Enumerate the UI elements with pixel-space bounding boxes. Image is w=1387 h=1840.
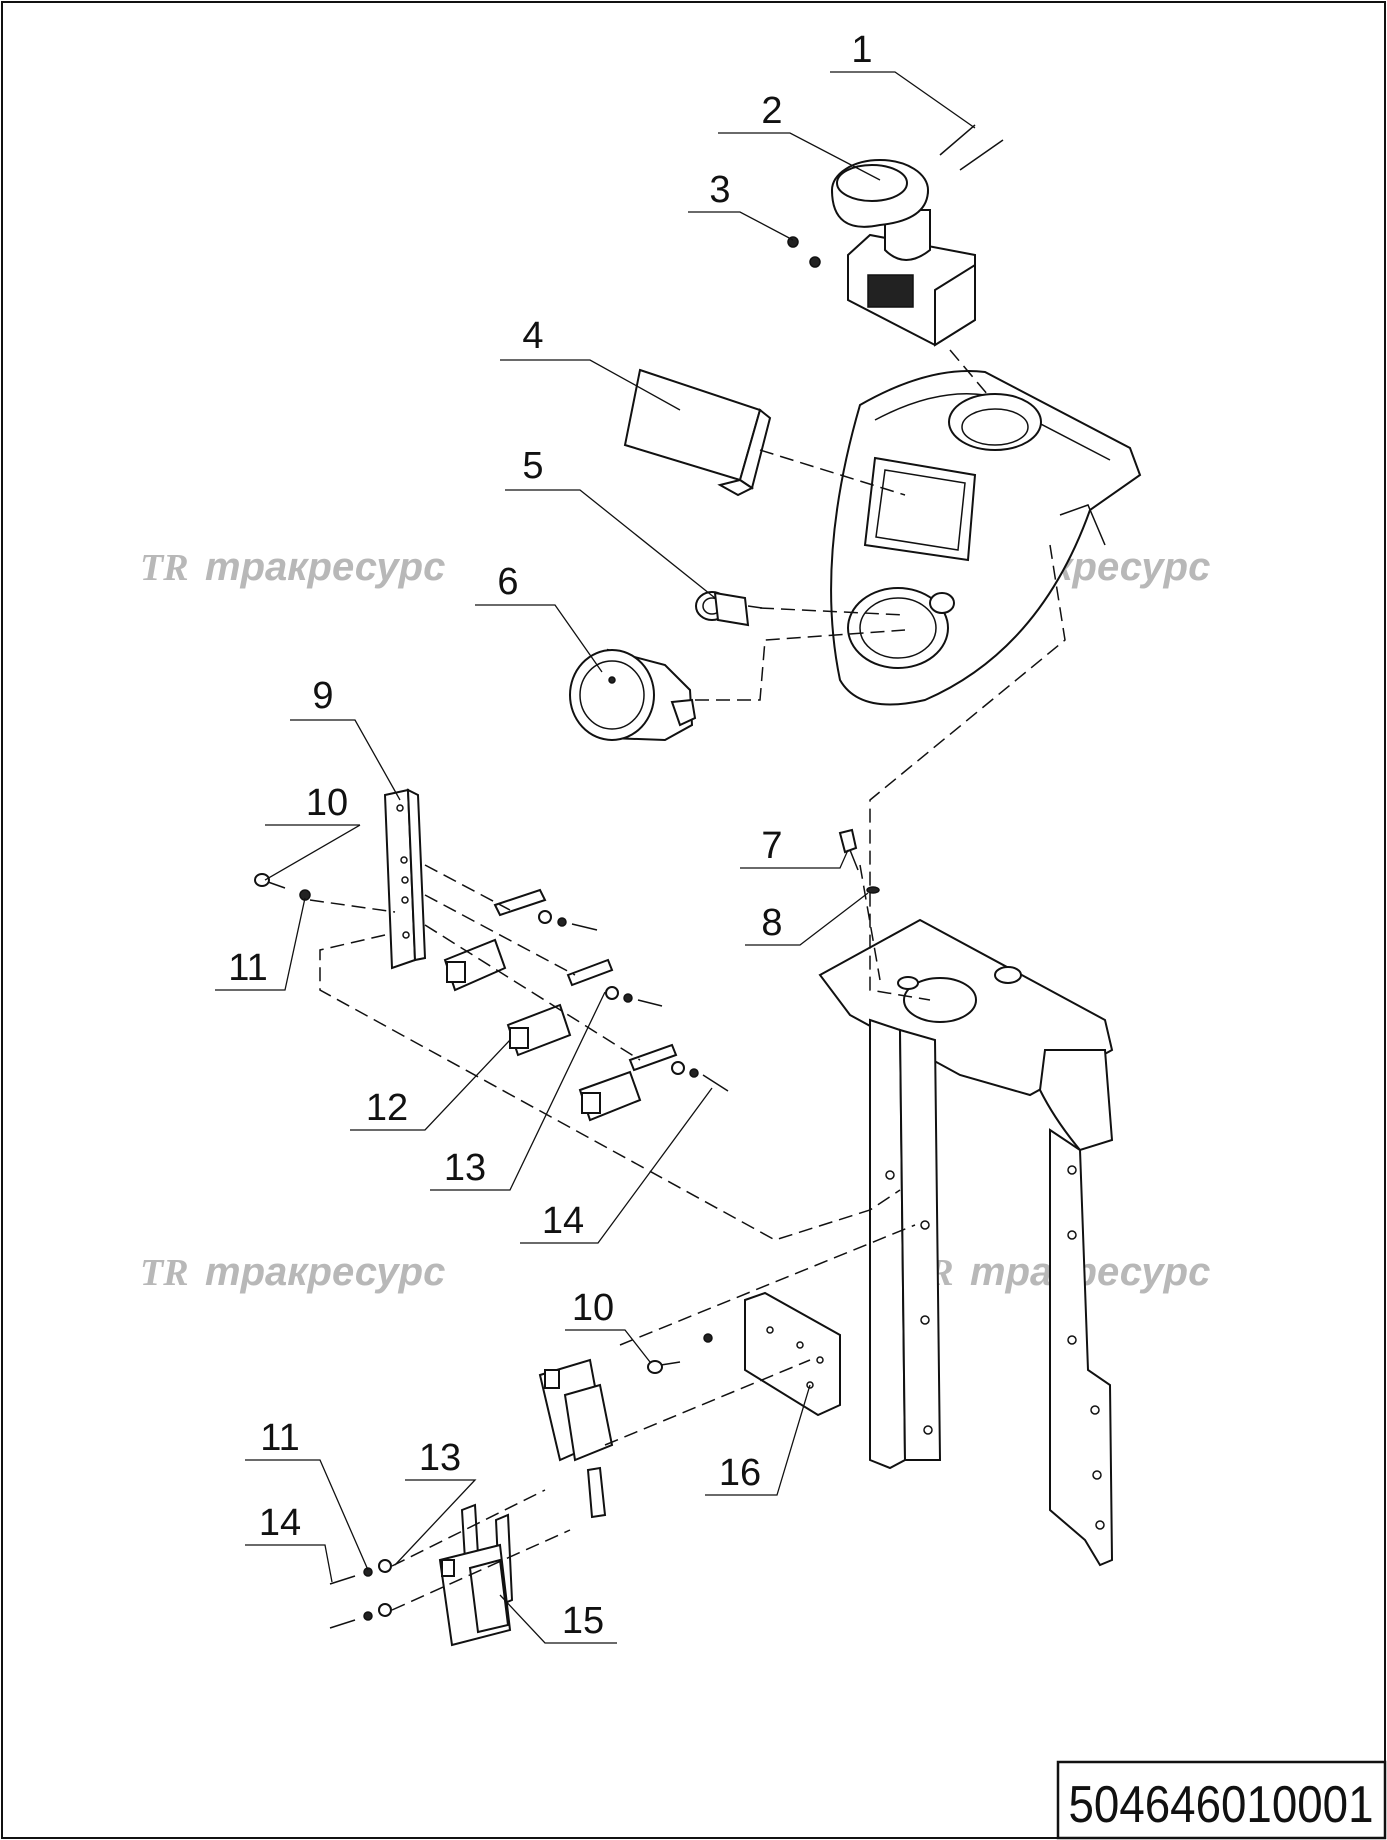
part-key-switch-5	[695, 591, 763, 627]
callout-7: 7	[761, 825, 782, 867]
callout-6: 6	[497, 561, 518, 603]
part-bolt-10-lower	[647, 1333, 713, 1374]
part-fasteners-13-14-upper	[538, 910, 729, 1092]
callout-15: 15	[562, 1600, 604, 1642]
callout-11-lower: 11	[260, 1417, 299, 1459]
callout-3: 3	[709, 169, 730, 211]
callout-12: 12	[366, 1087, 408, 1129]
part-bolt-7	[838, 828, 859, 871]
part-support-column	[818, 918, 1114, 1567]
watermark-bottom-left: TR тракресурс	[140, 1250, 445, 1294]
part-connectors-15	[438, 1503, 514, 1647]
part-connector-block-lower	[538, 1358, 614, 1519]
assembly-lines	[309, 349, 1066, 1611]
callout-8: 8	[761, 902, 782, 944]
part-bracket-9	[383, 788, 427, 970]
part-display-4	[623, 368, 772, 497]
watermark-text: тракресурс	[205, 545, 445, 589]
callout-leaders	[215, 71, 976, 1644]
callout-11-upper: 11	[228, 947, 267, 989]
document-number-box: 504646010001	[1056, 1760, 1387, 1840]
callout-14-lower: 14	[259, 1502, 301, 1544]
part-plate-16	[744, 1291, 841, 1417]
part-dashboard-panel	[830, 369, 1142, 706]
callout-4: 4	[522, 315, 543, 357]
document-number: 504646010001	[1069, 1776, 1374, 1834]
watermark-logo: TR	[140, 547, 189, 589]
part-connectors-12	[443, 888, 678, 1122]
watermark-logo: TR	[140, 1252, 189, 1294]
callout-5: 5	[522, 445, 543, 487]
part-screws-1	[939, 124, 1004, 171]
part-knob-switch-2	[831, 159, 976, 347]
watermark-top-left: TR тракресурс	[140, 545, 445, 589]
callout-13-upper: 13	[444, 1147, 486, 1189]
callout-10-lower: 10	[572, 1287, 614, 1329]
watermark-text: тракресурс	[970, 1250, 1210, 1294]
callout-numbers: 1 2 3 4 5 6 7 8 9 10 11 12 13 14 10 11 1…	[228, 29, 872, 1642]
callout-16: 16	[719, 1452, 761, 1494]
callout-9: 9	[312, 675, 333, 717]
part-nuts-3	[787, 236, 821, 268]
part-washer-8	[866, 886, 880, 894]
part-bolt-10-upper	[254, 873, 286, 889]
callout-2: 2	[761, 90, 782, 132]
callout-1: 1	[851, 29, 872, 71]
callout-13-lower: 13	[419, 1437, 461, 1479]
part-gauge-6	[569, 648, 697, 742]
callout-10-upper: 10	[306, 782, 348, 824]
callout-14-upper: 14	[542, 1200, 584, 1242]
watermark-text: тракресурс	[205, 1250, 445, 1294]
part-fasteners-11-13-14-lower	[329, 1559, 392, 1629]
watermark-bottom-right: TR тракресурс	[905, 1250, 1210, 1294]
